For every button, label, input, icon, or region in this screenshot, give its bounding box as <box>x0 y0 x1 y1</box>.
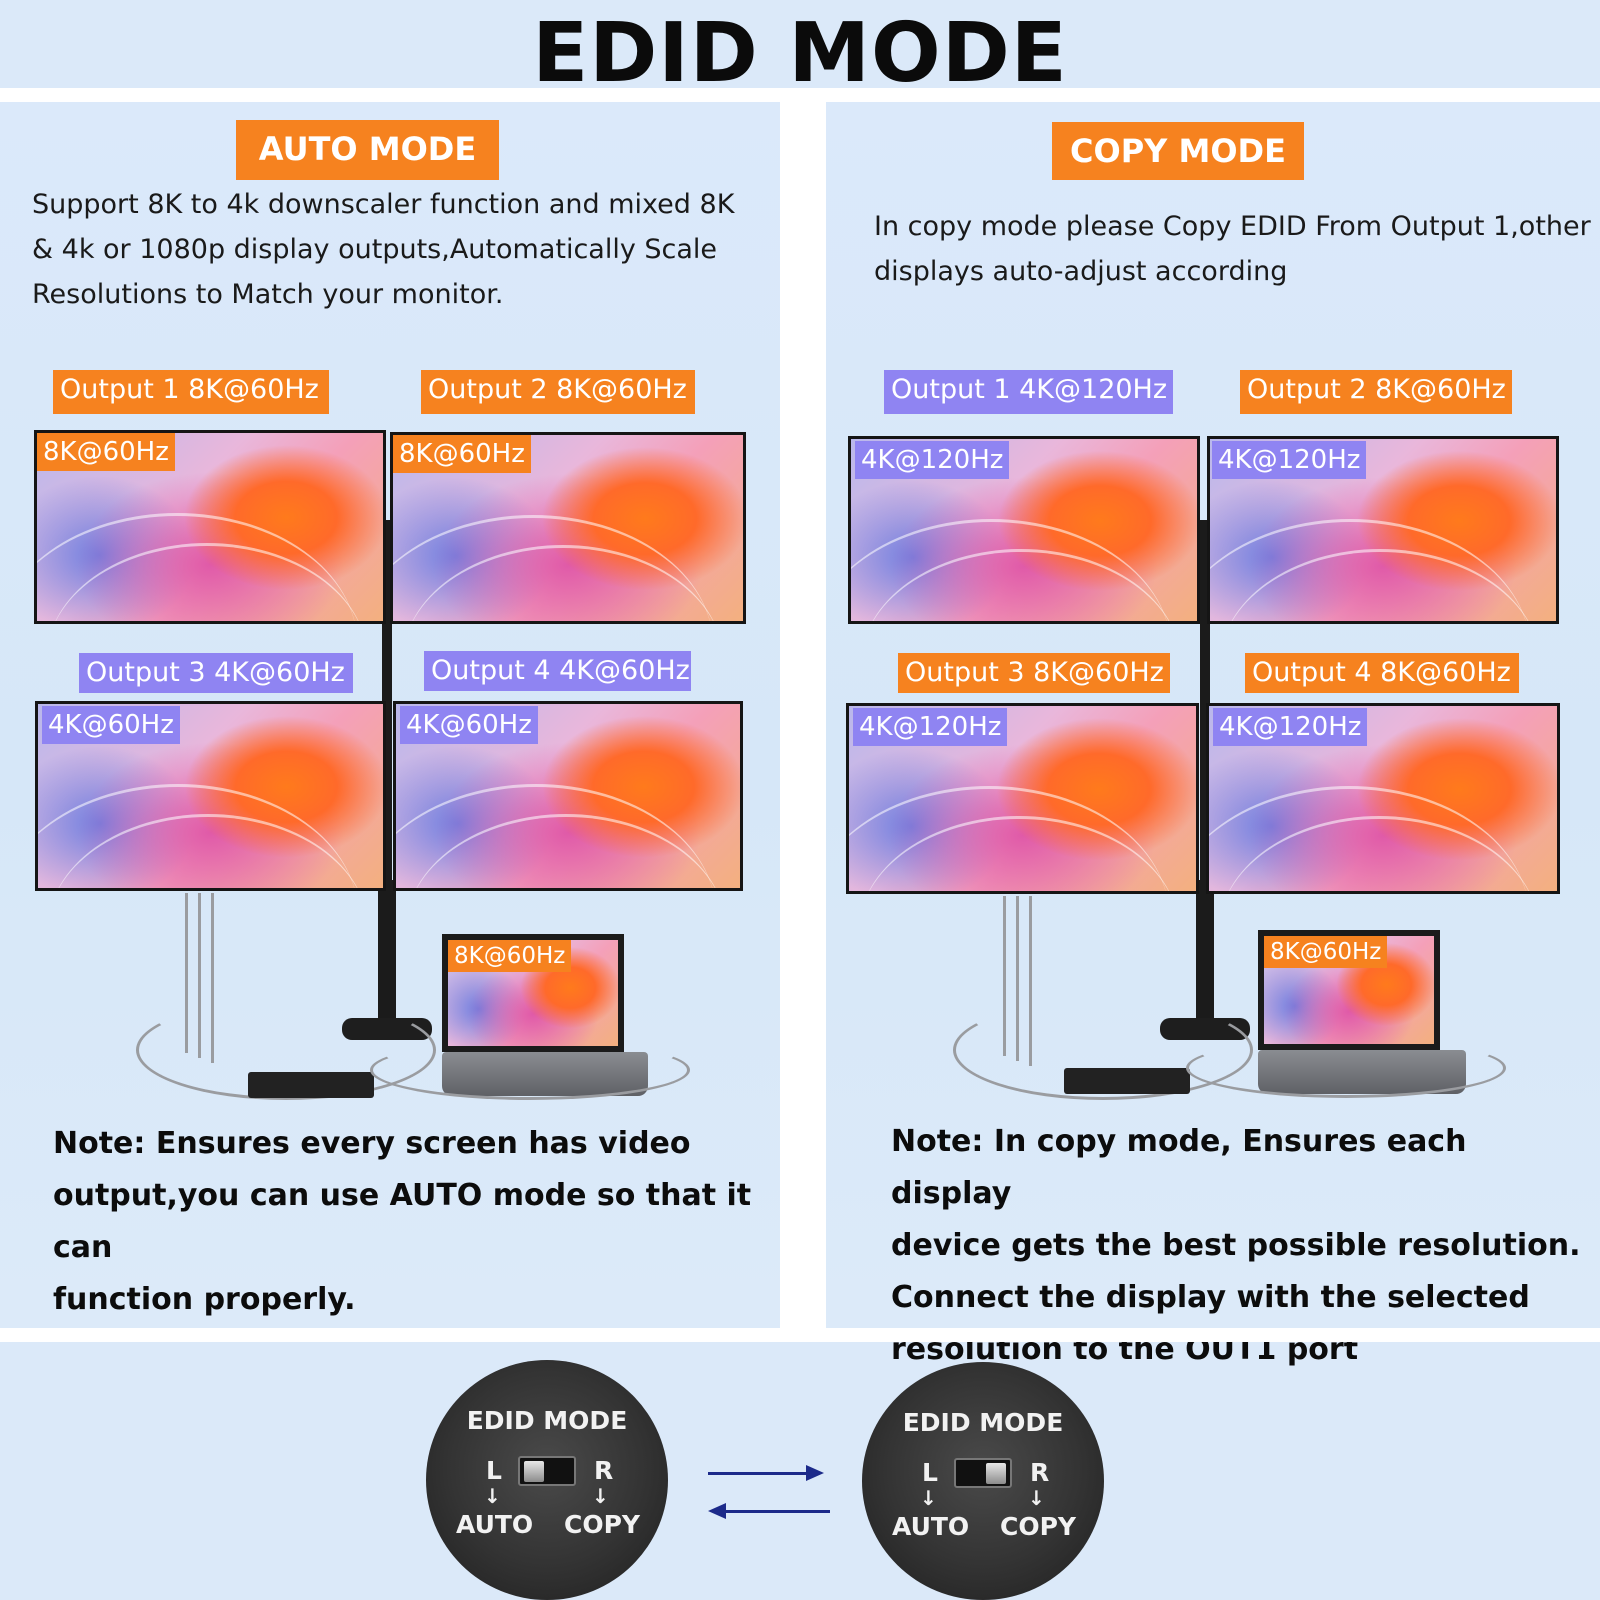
monitor-stand-pole <box>382 520 392 880</box>
output-4-label: Output 4 4K@60Hz <box>424 651 691 691</box>
arrow-left-icon <box>726 1510 830 1513</box>
copy-note-line: device gets the best possible resolution… <box>891 1228 1581 1263</box>
screen-resolution-label: 8K@60Hz <box>37 433 175 471</box>
hdmi-cable <box>185 893 188 1053</box>
monitor-output-3: 4K@60Hz <box>35 701 386 891</box>
output-3-label: Output 3 8K@60Hz <box>898 653 1170 693</box>
bottom-divider <box>0 1328 1600 1342</box>
auto-desc-line: & 4k or 1080p display outputs,Automatica… <box>32 234 718 265</box>
hdmi-cable <box>198 893 201 1058</box>
top-divider <box>0 88 1600 102</box>
hdmi-cable <box>1186 1038 1506 1098</box>
output-3-label: Output 3 4K@60Hz <box>79 653 353 693</box>
monitor-output-2: 8K@60Hz <box>390 432 746 624</box>
laptop-screen: 8K@60Hz <box>1258 930 1440 1050</box>
arrow-left-icon <box>708 1503 726 1519</box>
screen-resolution-label: 4K@120Hz <box>1212 441 1367 479</box>
switch-right-letter: R <box>1030 1458 1050 1487</box>
screen-resolution-label: 4K@60Hz <box>42 706 180 744</box>
switch-lever <box>986 1463 1006 1484</box>
monitor-output-1: 8K@60Hz <box>34 430 386 624</box>
monitor-output-4: 4K@60Hz <box>393 701 743 891</box>
output-4-label: Output 4 8K@60Hz <box>1245 653 1519 693</box>
copy-mode-badge: COPY MODE <box>1052 122 1304 180</box>
monitor-output-4: 4K@120Hz <box>1206 703 1560 894</box>
monitor-stand-pole <box>1200 520 1210 880</box>
screen-resolution-label: 8K@60Hz <box>393 435 531 473</box>
monitor-output-3: 4K@120Hz <box>846 703 1199 894</box>
hdmi-cable <box>1016 896 1019 1061</box>
edid-mode-switch[interactable] <box>954 1458 1012 1488</box>
auto-mode-description: Support 8K to 4k downscaler function and… <box>32 182 762 317</box>
switch-auto-label: AUTO <box>892 1512 970 1541</box>
edid-switch-knob-auto: EDID MODE L R ↓ ↓ AUTO COPY <box>426 1360 668 1600</box>
auto-note-line: function properly. <box>53 1282 356 1317</box>
arrow-right-icon <box>708 1472 810 1475</box>
monitor-output-2: 4K@120Hz <box>1207 436 1559 624</box>
switch-left-letter: L <box>922 1458 938 1487</box>
screen-resolution-label: 4K@60Hz <box>400 706 538 744</box>
screen-resolution-label: 4K@120Hz <box>1213 708 1368 746</box>
switch-copy-label: COPY <box>564 1510 641 1539</box>
switch-copy-label: COPY <box>1000 1512 1077 1541</box>
switch-left-letter: L <box>486 1456 502 1485</box>
monitor-stand-pole <box>1196 880 1214 1025</box>
hdmi-splitter-device <box>248 1072 374 1098</box>
page-title: EDID MODE <box>532 6 1068 101</box>
screen-resolution-label: 4K@120Hz <box>855 441 1010 479</box>
laptop-screen: 8K@60Hz <box>442 934 624 1052</box>
hdmi-cable <box>370 1040 690 1100</box>
output-1-label: Output 1 8K@60Hz <box>53 370 329 414</box>
switch-auto-label: AUTO <box>456 1510 534 1539</box>
copy-note-line: Connect the display with the selected <box>891 1280 1530 1315</box>
copy-mode-note: Note: In copy mode, Ensures each display… <box>891 1116 1591 1376</box>
switch-right-letter: R <box>594 1456 614 1485</box>
output-2-label: Output 2 8K@60Hz <box>1240 370 1512 414</box>
arrow-down-icon: ↓ <box>592 1484 609 1508</box>
screen-resolution-label: 4K@120Hz <box>853 708 1008 746</box>
hdmi-splitter-device <box>1064 1068 1190 1094</box>
auto-mode-badge: AUTO MODE <box>236 120 499 180</box>
copy-desc-line: In copy mode please Copy EDID From Outpu… <box>874 211 1591 242</box>
center-divider <box>780 102 826 1328</box>
hdmi-cable <box>1003 896 1006 1056</box>
output-1-label: Output 1 4K@120Hz <box>884 370 1173 414</box>
auto-desc-line: Support 8K to 4k downscaler function and… <box>32 189 735 220</box>
copy-desc-line: displays auto-adjust according <box>874 256 1288 287</box>
switch-title: EDID MODE <box>466 1406 628 1435</box>
auto-mode-note: Note: Ensures every screen has video out… <box>53 1118 763 1326</box>
arrow-down-icon: ↓ <box>920 1486 937 1510</box>
edid-switch-knob-copy: EDID MODE L R ↓ ↓ AUTO COPY <box>862 1362 1104 1600</box>
screen-resolution-label: 8K@60Hz <box>1264 936 1388 968</box>
auto-note-line: output,you can use AUTO mode so that it … <box>53 1178 752 1265</box>
arrow-down-icon: ↓ <box>1028 1486 1045 1510</box>
hdmi-cable <box>211 893 214 1063</box>
arrow-right-icon <box>806 1465 824 1481</box>
auto-note-line: Note: Ensures every screen has video <box>53 1126 691 1161</box>
copy-mode-description: In copy mode please Copy EDID From Outpu… <box>874 204 1594 294</box>
monitor-stand-pole <box>378 880 396 1025</box>
monitor-output-1: 4K@120Hz <box>848 436 1200 624</box>
screen-resolution-label: 8K@60Hz <box>448 940 572 972</box>
hdmi-cable <box>1029 896 1032 1066</box>
switch-lever <box>524 1461 544 1482</box>
output-2-label: Output 2 8K@60Hz <box>421 370 695 414</box>
copy-note-line: Note: In copy mode, Ensures each display <box>891 1124 1467 1211</box>
arrow-down-icon: ↓ <box>484 1484 501 1508</box>
edid-mode-switch[interactable] <box>518 1456 576 1486</box>
switch-title: EDID MODE <box>902 1408 1064 1437</box>
auto-desc-line: Resolutions to Match your monitor. <box>32 279 504 310</box>
